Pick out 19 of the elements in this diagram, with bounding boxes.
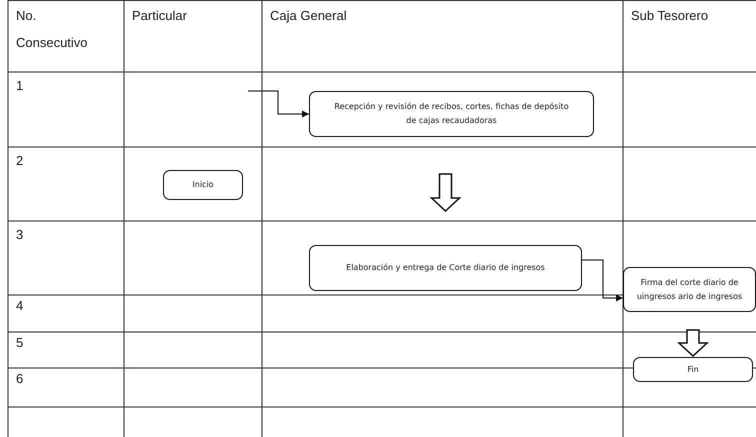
process-box: Firma del corte diario de uingresos ario de ingresos	[623, 267, 756, 312]
row-number: 6	[16, 370, 24, 388]
process-box: Elaboración y entrega de Corte diario de ingresos	[309, 245, 582, 291]
connector-arrow	[248, 90, 310, 118]
row-number: 5	[16, 334, 24, 352]
column-header: Caja General	[270, 7, 347, 25]
block-arrow	[430, 173, 462, 212]
row-number: 2	[16, 152, 24, 170]
start-terminal: Inicio	[163, 170, 243, 200]
column-header: Particular	[132, 7, 187, 25]
end-terminal: Fin	[633, 357, 753, 382]
column-header: Sub Tesorero	[631, 7, 708, 25]
process-box: Recepción y revisión de recibos, cortes, fichas de depósito de cajas recaudadoras	[309, 91, 594, 137]
row-number: 4	[16, 297, 24, 315]
connector-arrow	[582, 260, 624, 302]
column-header: No. Consecutivo	[16, 7, 89, 52]
block-arrow	[677, 329, 709, 358]
row-number: 3	[16, 226, 24, 244]
row-number: 1	[16, 77, 24, 95]
